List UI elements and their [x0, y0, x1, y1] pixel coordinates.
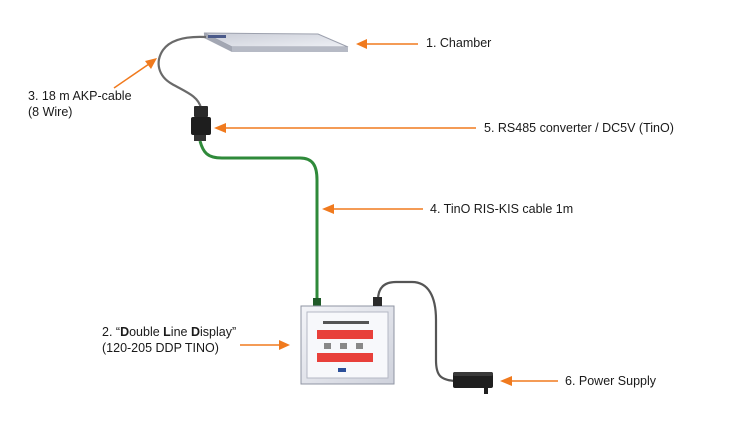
tino-ris-kis-cable — [198, 140, 319, 300]
chamber-device — [203, 32, 349, 52]
arrow-chamber — [356, 39, 418, 49]
label-display-line2: (120-205 DDP TINO) — [102, 341, 219, 355]
akp-cable — [157, 35, 207, 109]
label-tino-cable: 4. TinO RIS-KIS cable 1m — [430, 202, 574, 216]
arrow-power-supply — [500, 376, 558, 386]
power-cable-plug — [373, 297, 382, 306]
arrow-tino-cable — [322, 204, 423, 214]
display-line-2 — [317, 353, 373, 362]
arrow-display — [240, 340, 290, 350]
double-line-display-device — [300, 305, 395, 385]
label-akp-cable-line2: (8 Wire) — [28, 105, 73, 119]
label-akp-cable-line1: 3. 18 m AKP-cable — [28, 89, 132, 103]
display-line-1 — [317, 330, 373, 339]
label-converter: 5. RS485 converter / DC5V (TinO) — [484, 121, 674, 135]
arrow-converter — [214, 123, 476, 133]
label-chamber: 1. Chamber — [426, 36, 492, 50]
label-power-supply: 6. Power Supply — [565, 374, 657, 388]
arrow-akp-cable — [113, 58, 157, 89]
rs485-converter — [191, 106, 211, 141]
power-cable — [376, 280, 456, 383]
label-display-line1: 2. “Double Line Display” — [102, 325, 237, 339]
power-supply — [453, 372, 493, 394]
green-cable-plug — [313, 298, 321, 306]
